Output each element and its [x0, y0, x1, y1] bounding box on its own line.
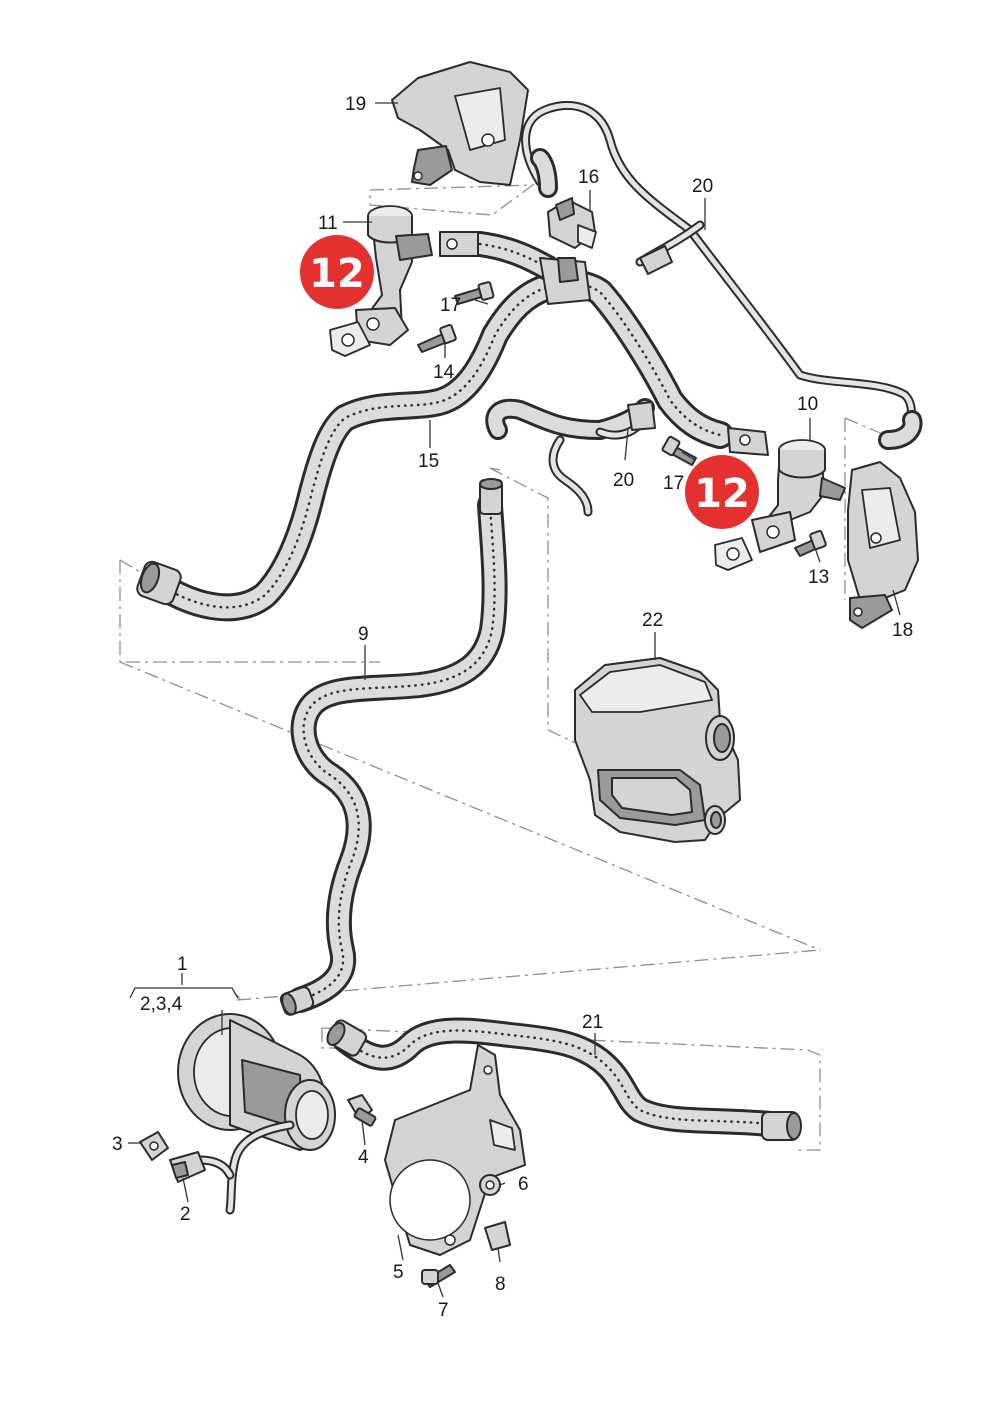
bolt-17-left	[454, 281, 495, 305]
label-part-13: 13	[808, 567, 829, 588]
combi-valve-11	[355, 205, 479, 346]
label-part-4: 4	[358, 1147, 369, 1168]
label-part-15: 15	[418, 451, 439, 472]
hose-9	[279, 478, 508, 1016]
label-part-7: 7	[438, 1300, 449, 1321]
label-part-5: 5	[393, 1262, 404, 1283]
label-part-1: 1	[177, 954, 188, 975]
sensor-4	[347, 1094, 377, 1127]
gasket-left	[329, 321, 371, 357]
badge-12-left: 12	[300, 235, 374, 309]
clip-3	[139, 1131, 169, 1161]
label-part-20-lower: 20	[613, 470, 634, 491]
bolt-17-right	[661, 435, 697, 466]
bolt-14	[417, 323, 457, 353]
label-part-17-left: 17	[440, 295, 461, 316]
clip-8	[484, 1221, 511, 1251]
pipe-20	[521, 100, 923, 450]
label-part-3: 3	[112, 1134, 123, 1155]
label-part-6: 6	[518, 1174, 529, 1195]
bracket-5	[384, 1044, 526, 1256]
badge-12-left-label: 12	[309, 251, 365, 297]
label-part-17-right: 17	[663, 473, 684, 494]
air-pump-1	[177, 1013, 336, 1215]
label-part-1-sub: 2,3,4	[140, 994, 183, 1015]
leader-lines	[128, 102, 901, 1298]
hose-15	[136, 231, 734, 622]
part-labels: 19 11 16 20 17 14 15 10 20 17 13 18 22 9…	[112, 94, 913, 1321]
label-part-22: 22	[642, 610, 663, 631]
label-part-16: 16	[578, 167, 599, 188]
filter-housing-22	[574, 657, 741, 843]
label-part-2: 2	[180, 1204, 191, 1225]
gasket-right	[714, 537, 753, 571]
label-part-21: 21	[582, 1012, 603, 1033]
label-part-10: 10	[797, 394, 818, 415]
label-part-19: 19	[345, 94, 366, 115]
connector-2	[169, 1151, 206, 1183]
sensor-16	[547, 197, 597, 249]
label-part-8: 8	[495, 1274, 506, 1295]
label-part-11: 11	[318, 213, 338, 234]
pipe-20-lower	[485, 398, 656, 517]
nut-6	[479, 1174, 501, 1196]
label-part-18: 18	[892, 620, 913, 641]
badge-12-right-label: 12	[694, 471, 750, 517]
combi-valve-10	[727, 427, 846, 553]
heat-shield-19	[391, 61, 529, 186]
label-part-14: 14	[433, 362, 455, 383]
bolt-13	[794, 529, 827, 557]
bolt-7	[421, 1264, 456, 1288]
hose-21	[326, 1017, 802, 1141]
heat-shield-18	[847, 461, 919, 629]
label-part-9: 9	[358, 624, 369, 645]
label-part-20-top: 20	[692, 176, 713, 197]
badge-12-right: 12	[685, 455, 759, 529]
